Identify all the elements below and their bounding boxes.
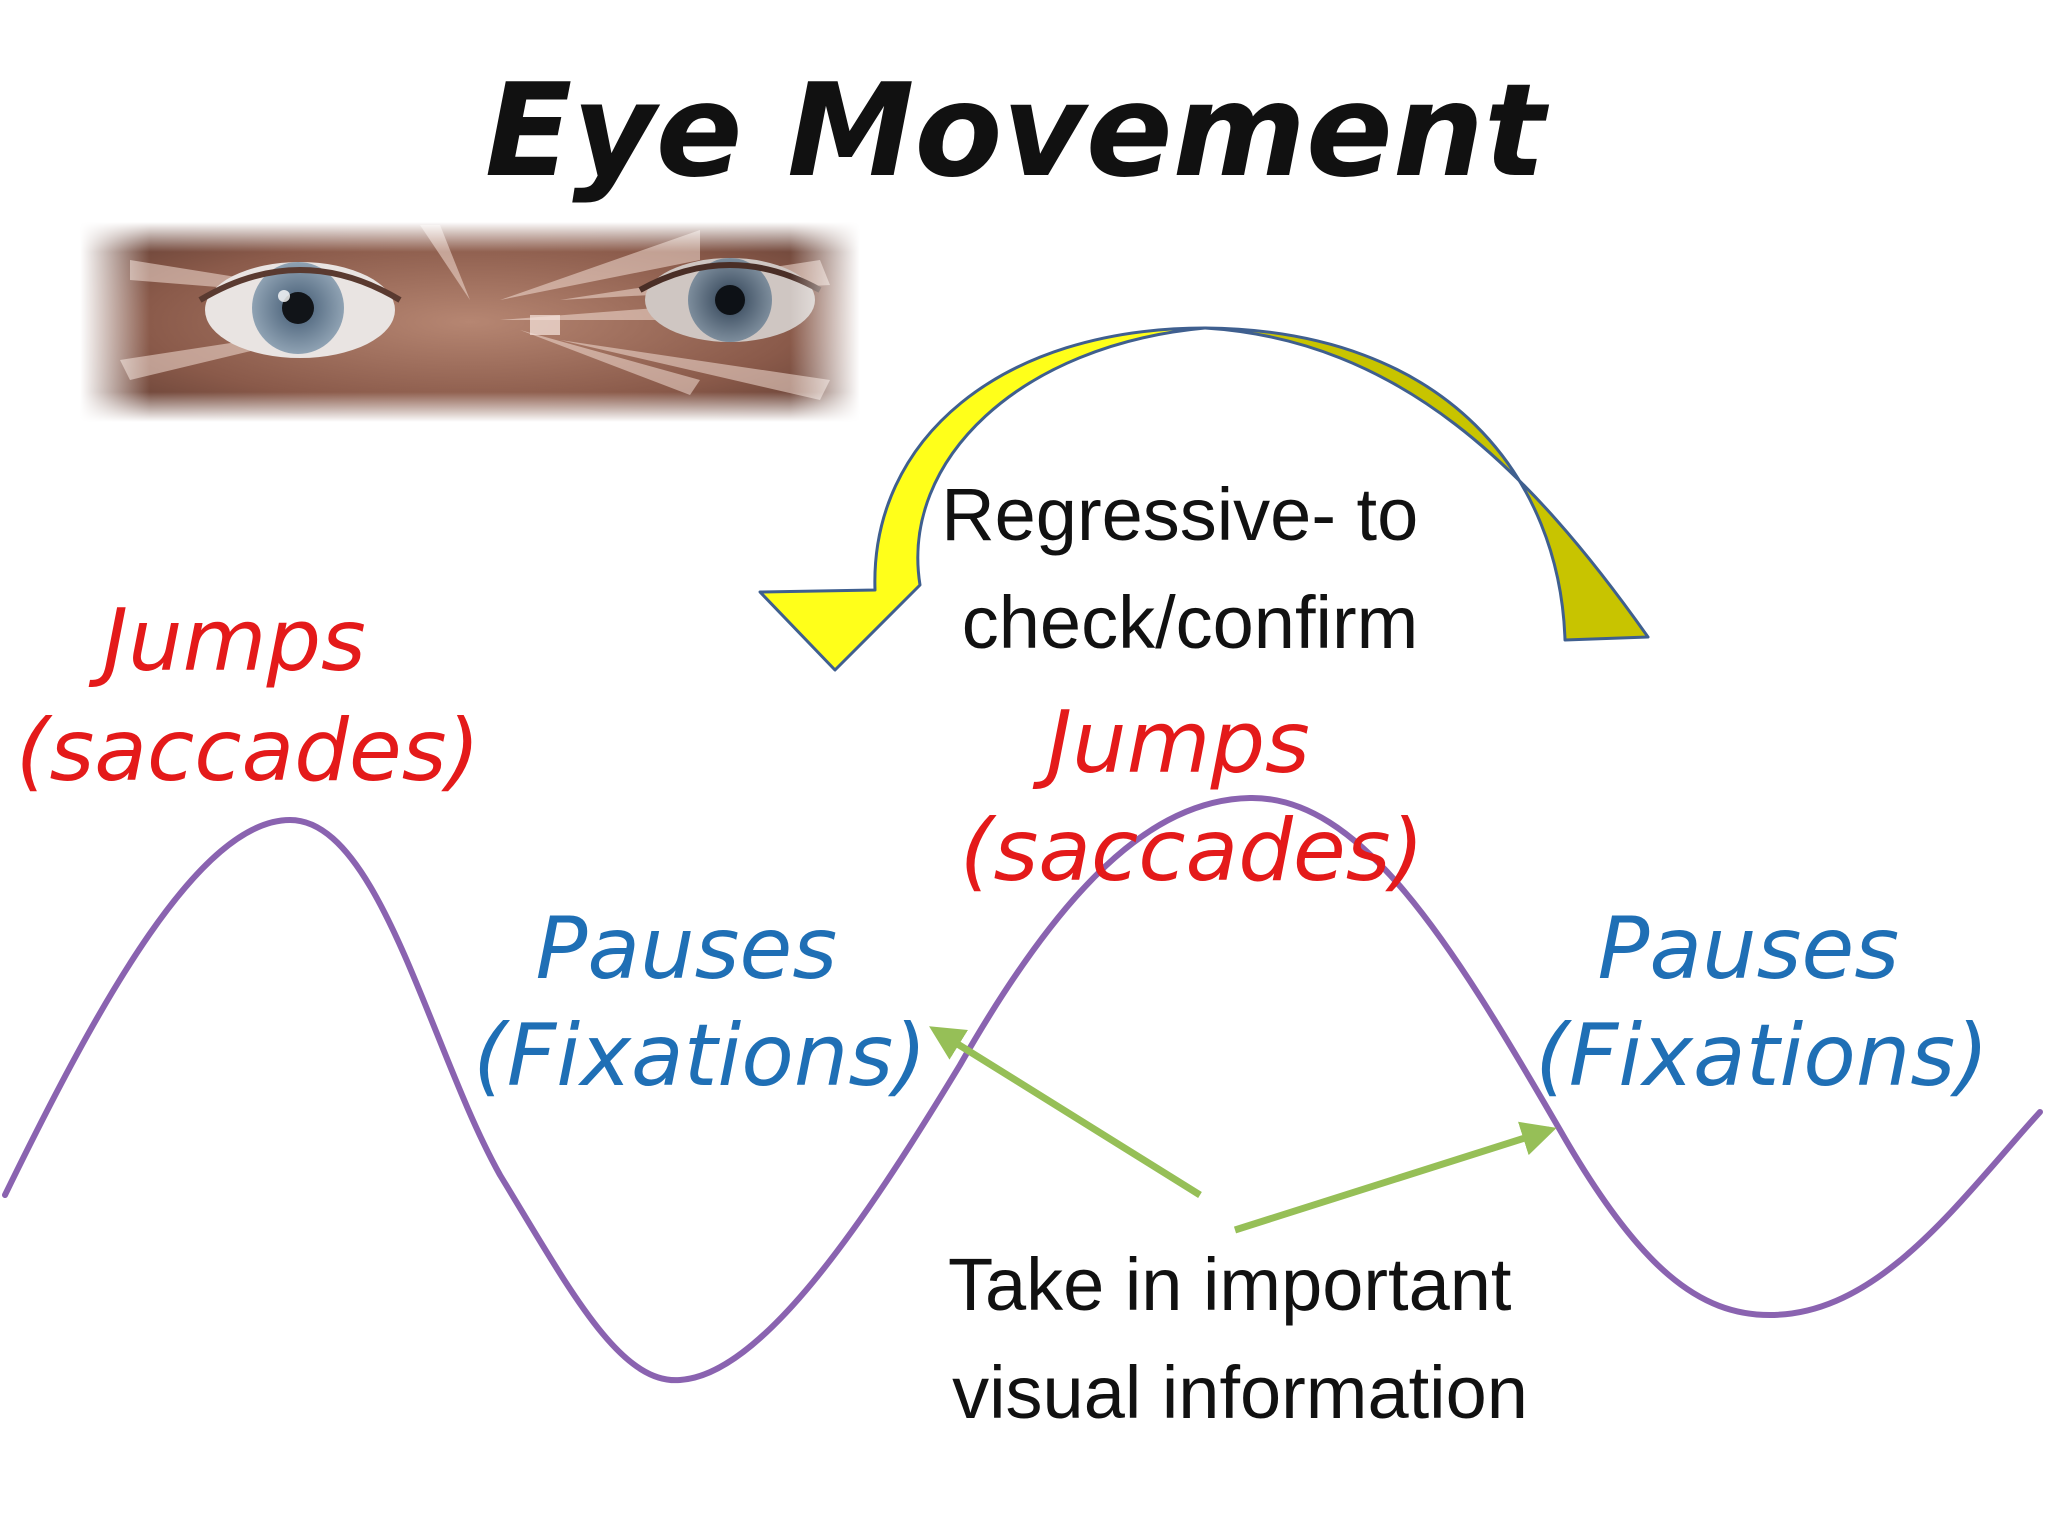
curved-arrow-icon	[758, 326, 1650, 672]
jumps-mid-line-2: (saccades)	[960, 801, 1424, 901]
pauses-left-label: Pauses (Fixations)	[473, 899, 927, 1106]
eyes-photo	[80, 222, 860, 422]
jumps-left-line-1: Jumps	[88, 591, 366, 691]
regression-line-1: Regressive- to	[941, 473, 1418, 556]
take-in-line-1: Take in important	[948, 1243, 1512, 1326]
pauses-right-line-1: Pauses	[1598, 899, 1900, 999]
take-in-label: Take in important visual information	[948, 1243, 1532, 1434]
pauses-right-line-2: (Fixations)	[1535, 1006, 1989, 1106]
jumps-mid-label: Jumps (saccades)	[960, 693, 1424, 901]
regression-label: Regressive- to check/confirm	[941, 473, 1439, 664]
pauses-right-label: Pauses (Fixations)	[1535, 899, 1989, 1106]
jumps-left-line-2: (saccades)	[16, 701, 480, 801]
page-title: Eye Movement	[485, 57, 1550, 206]
jumps-mid-line-1: Jumps	[1032, 693, 1310, 793]
eye-movement-wave	[2, 794, 2043, 1384]
jumps-left-label: Jumps (saccades)	[16, 591, 480, 801]
pauses-left-line-1: Pauses	[536, 899, 838, 999]
pauses-left-line-2: (Fixations)	[473, 1006, 927, 1106]
regression-line-2: check/confirm	[962, 581, 1418, 664]
pointer-arrow-icon	[929, 1026, 1557, 1234]
take-in-line-2: visual information	[952, 1351, 1528, 1434]
